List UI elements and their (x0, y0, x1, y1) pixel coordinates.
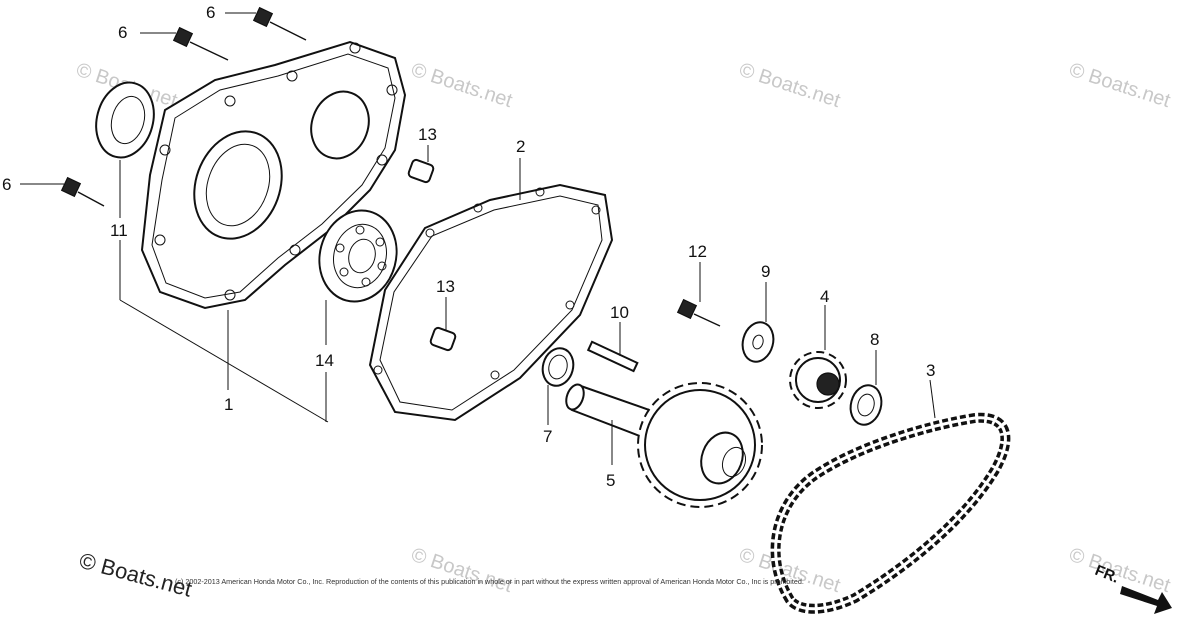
watermark: © Boats.net (1066, 59, 1173, 112)
key-part-10 (586, 340, 639, 373)
dowel-pin-part-13 (407, 158, 435, 184)
watermark: © Boats.net (408, 59, 515, 112)
washer-part-8 (849, 384, 883, 426)
sprocket-part-4 (789, 351, 847, 409)
bolt-part-12 (676, 298, 721, 327)
bolt-part-6 (60, 176, 105, 207)
callout-11: 11 (110, 221, 128, 240)
callout-10: 10 (610, 303, 629, 322)
copyright-notice: (c) 2002-2013 American Honda Motor Co., … (175, 577, 804, 586)
callout-14: 14 (315, 351, 334, 370)
watermark: © Boats.net (736, 59, 843, 112)
callout-12: 12 (688, 242, 707, 261)
dowel-pin-part-13 (429, 326, 457, 352)
front-arrow-icon (1120, 586, 1172, 614)
callout-3: 3 (926, 361, 935, 380)
bolt-part-6 (172, 26, 229, 61)
callout-5: 5 (606, 471, 615, 490)
brand-mark: © Boats.net (77, 548, 195, 602)
oil-seal-part-11 (95, 81, 155, 159)
ring-part-7 (541, 347, 575, 387)
callout-4: 4 (820, 287, 829, 306)
callout-2: 2 (516, 137, 525, 156)
callout-labels: 1 2 3 4 5 6 6 6 7 8 9 10 11 12 13 13 14 (2, 3, 935, 490)
bolt-part-6 (252, 6, 307, 41)
leader-lines (20, 12, 936, 465)
washer-part-9 (741, 321, 775, 363)
callout-9: 9 (761, 262, 770, 281)
chain-part-3 (770, 412, 1011, 614)
callout-6: 6 (2, 175, 11, 194)
gasket-part-2 (368, 183, 614, 422)
watermark: © Boats.net (736, 544, 843, 597)
case-cover-part-1 (140, 40, 407, 310)
callout-13: 13 (436, 277, 455, 296)
callout-7: 7 (543, 427, 552, 446)
shaft-sprocket-part-5 (565, 382, 763, 508)
callout-13: 13 (418, 125, 437, 144)
callout-8: 8 (870, 330, 879, 349)
callout-1: 1 (224, 395, 233, 414)
callout-6: 6 (118, 23, 127, 42)
bearing-part-14 (318, 209, 398, 303)
callout-6: 6 (206, 3, 215, 22)
watermark: © Boats.net (408, 544, 515, 597)
